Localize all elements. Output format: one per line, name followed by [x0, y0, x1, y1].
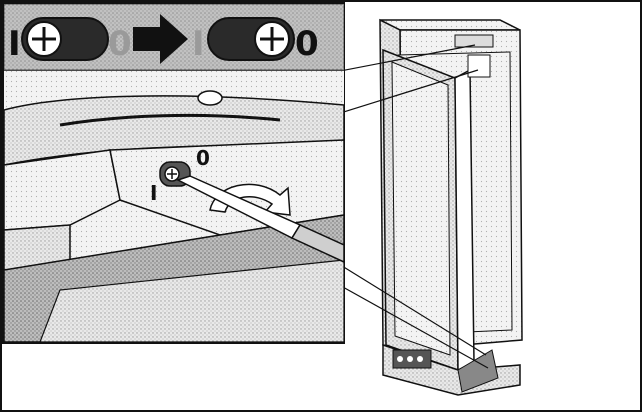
state-right-off-label: 0: [295, 24, 319, 64]
inset-panel: I 0 I 0: [2, 2, 345, 344]
switch-on-label: I: [150, 181, 157, 205]
state-right-on-label: I: [192, 24, 205, 64]
switch-slider-left-icon: [21, 17, 109, 61]
state-left-on-label: I: [8, 24, 21, 64]
switch-off-label: 0: [196, 146, 210, 170]
switch-state-strip: I 0 I 0: [3, 3, 345, 71]
screwdriver-icon: [176, 175, 344, 263]
state-left-off-label: 0: [108, 24, 132, 64]
appliance-icon: [379, 18, 523, 396]
right-arrow-icon: [133, 14, 188, 64]
switch-slider-right-icon: [207, 17, 295, 61]
